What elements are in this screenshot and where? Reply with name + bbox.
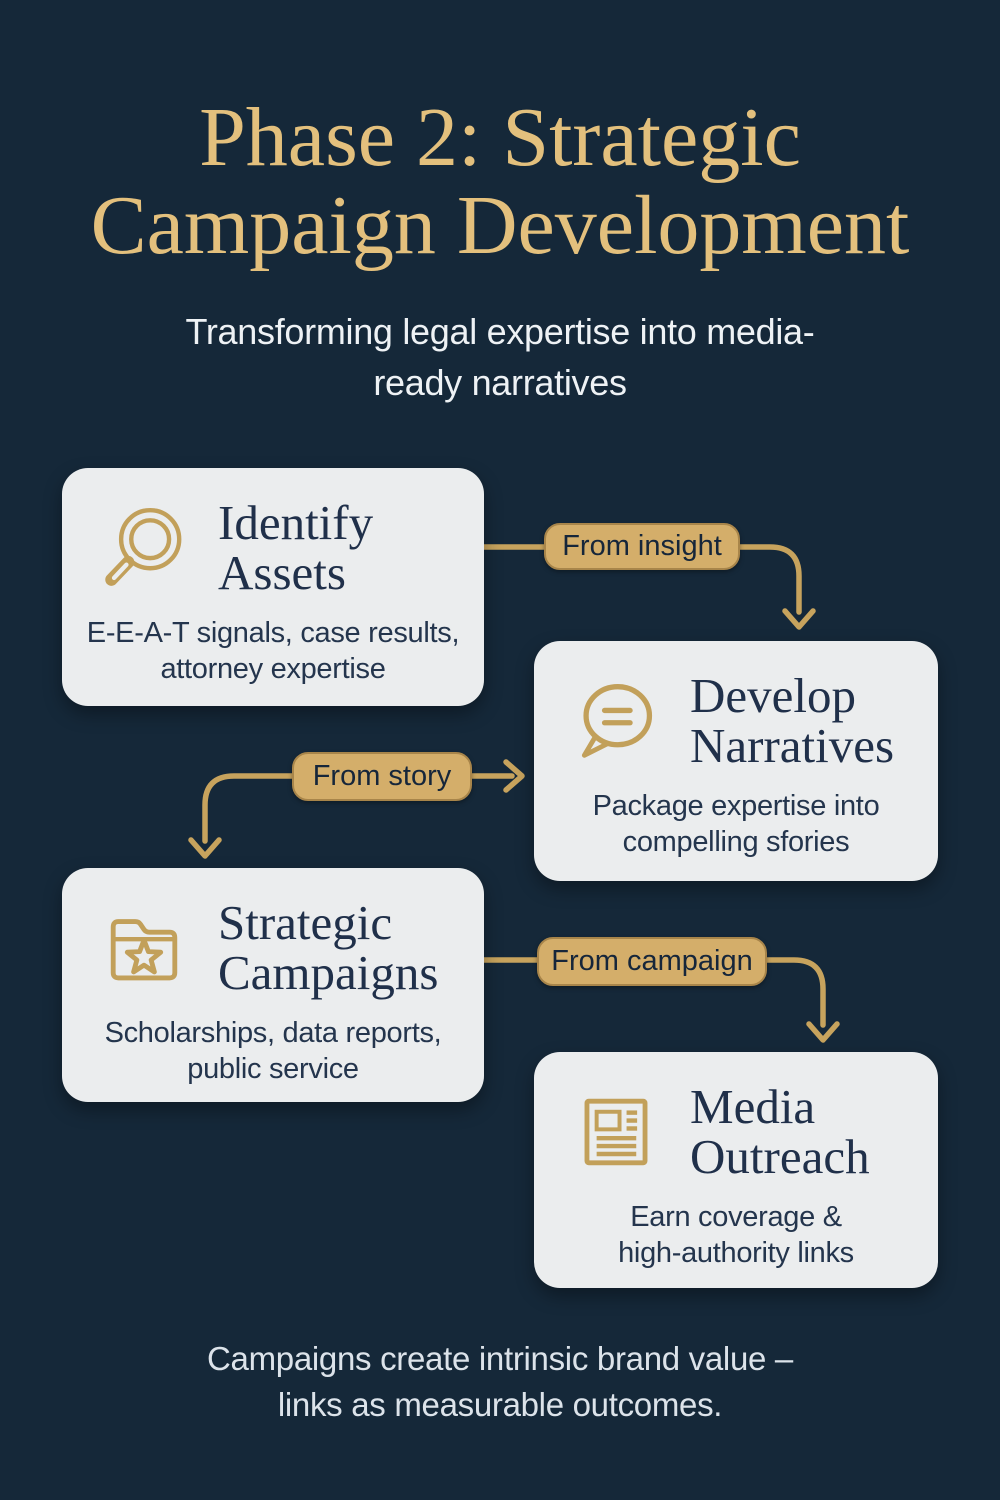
arrow-insight-line [481, 544, 802, 615]
page-subtitle: Transforming legal expertise into media-… [185, 311, 815, 404]
card-header: Media Outreach [534, 1052, 938, 1183]
folder-star-icon [110, 919, 178, 981]
card-title: Media Outreach [690, 1079, 870, 1185]
arrow-campaign-line [481, 957, 826, 1028]
arrow-insight-head [782, 608, 816, 630]
arrow-campaign-head [806, 1021, 840, 1043]
connector-label-text: From insight [562, 530, 722, 562]
card-media-outreach: Media Outreach Earn coverage & high-auth… [534, 1052, 938, 1288]
card-body: E-E-A-T signals, case results, attorney … [86, 616, 460, 686]
card-title: Strategic Campaigns [218, 895, 439, 1001]
connector-label-from-story: From story [292, 752, 472, 801]
card-develop-narratives: Develop Narratives Package expertise int… [534, 641, 938, 881]
card-header: Strategic Campaigns [62, 868, 484, 999]
card-header: Develop Narratives [534, 641, 938, 772]
card-title: Identify Assets [218, 495, 374, 601]
arrow-story-line-left [202, 773, 297, 844]
footer-note: Campaigns create intrinsic brand value –… [207, 1340, 793, 1423]
card-body: Scholarships, data reports, public servi… [104, 1016, 442, 1086]
connector-label-from-campaign: From campaign [537, 937, 767, 986]
card-body: Package expertise into compelling sforie… [592, 789, 880, 859]
card-identify-assets: Identify Assets E-E-A-T signals, case re… [62, 468, 484, 706]
arrow-story-head-right [503, 759, 525, 793]
connector-label-from-insight: From insight [544, 523, 740, 570]
page-title: Phase 2: Strategic Campaign Development [90, 91, 910, 273]
connector-label-text: From story [312, 760, 452, 792]
newspaper-icon [584, 1099, 648, 1166]
connector-label-text: From campaign [551, 945, 753, 977]
card-strategic-campaigns: Strategic Campaigns Scholarships, data r… [62, 868, 484, 1102]
magnifier-icon [105, 508, 182, 587]
arrow-story-head-down [188, 837, 222, 859]
card-title: Develop Narratives [690, 668, 895, 774]
card-header: Identify Assets [62, 468, 484, 599]
speech-bubble-icon [581, 684, 653, 759]
card-body: Earn coverage & high-authority links [618, 1200, 854, 1270]
